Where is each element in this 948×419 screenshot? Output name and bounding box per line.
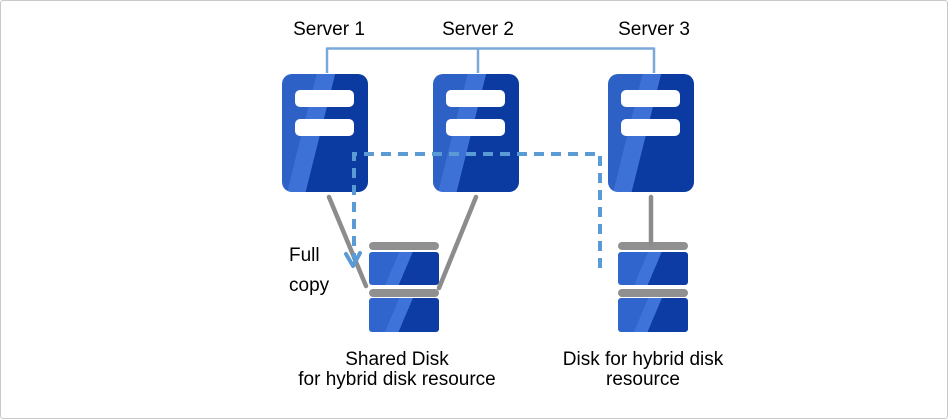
disk-platter-cap <box>369 242 439 250</box>
full-copy-line2: copy <box>289 275 330 296</box>
disk-platter <box>369 298 439 332</box>
server-1-icon <box>282 74 368 192</box>
server-3-label: Server 3 <box>618 19 690 40</box>
shared-disk-label-line2: for hybrid disk resource <box>298 369 496 390</box>
server-slot-icon <box>295 119 354 136</box>
hybrid-disk-icon <box>618 242 688 332</box>
full-copy-line1: Full <box>289 245 320 266</box>
shared-disk-label-line1: Shared Disk <box>345 349 449 370</box>
server-slot-icon <box>446 90 505 107</box>
server-slot-icon <box>446 119 505 136</box>
disk-platter <box>618 298 688 332</box>
server-2-label: Server 2 <box>442 19 514 40</box>
shared-disk-icon <box>369 242 439 332</box>
server-slot-icon <box>621 90 680 107</box>
disk-platter <box>369 252 439 285</box>
disk-platter-cap <box>618 289 688 297</box>
server-1-label: Server 1 <box>293 19 365 40</box>
hybrid-disk-label: Disk for hybrid disk resource <box>513 350 773 390</box>
server-2-icon <box>433 74 519 192</box>
server-3-icon <box>608 74 694 192</box>
hybrid-disk-label-line1: Disk for hybrid disk <box>562 349 724 370</box>
disk-platter <box>618 252 688 285</box>
full-copy-label: Full copy <box>289 241 329 301</box>
disk-platter-cap <box>369 289 439 297</box>
disk-platter-cap <box>618 242 688 250</box>
hybrid-disk-label-line2: resource <box>606 369 680 390</box>
down-chevron-arrowhead-icon <box>344 251 362 268</box>
server-slot-icon <box>295 90 354 107</box>
server-slot-icon <box>621 119 680 136</box>
server-interconnect-line <box>325 47 656 73</box>
shared-disk-label: Shared Disk for hybrid disk resource <box>267 350 527 390</box>
